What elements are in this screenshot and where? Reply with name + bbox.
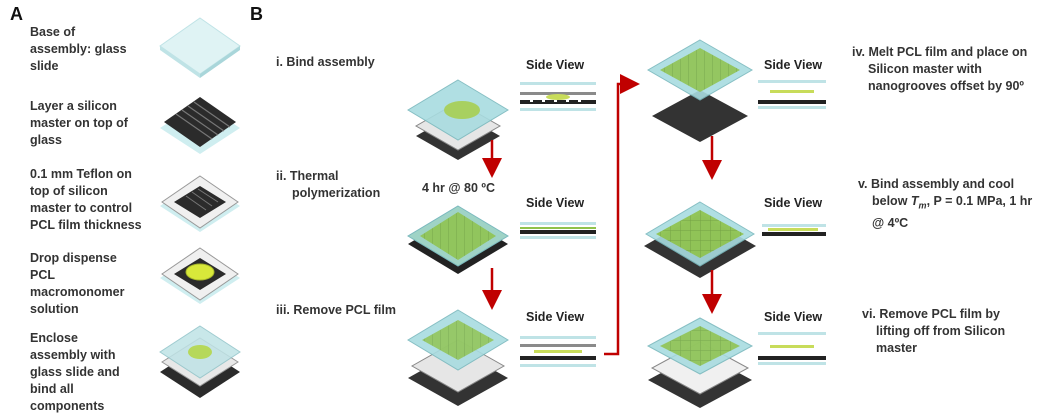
side-view-diagram-2 <box>520 222 596 239</box>
enclosed-assembly-icon <box>159 325 241 398</box>
assembly-step-5 <box>644 201 756 278</box>
side-view-label-2: Side View <box>526 196 585 210</box>
panel-b-label: B <box>250 4 263 24</box>
side-view-diagram-4 <box>758 80 826 109</box>
side-view-label-4: Side View <box>764 58 823 72</box>
arrow-3-to-4 <box>604 74 640 356</box>
side-view-diagram-5 <box>762 224 826 236</box>
assembly-step-6 <box>646 317 754 408</box>
side-view-label-3: Side View <box>526 310 585 324</box>
side-view-label-6: Side View <box>764 310 823 324</box>
step-b2-condition: 4 hr @ 80 ºC <box>422 181 496 195</box>
assembly-step-2 <box>407 205 509 274</box>
side-view-label-5: Side View <box>764 196 823 210</box>
glass-slide-icon <box>159 17 241 78</box>
step-b3-text: iii. Remove PCL film <box>276 303 396 317</box>
side-view-diagram-1 <box>520 82 596 111</box>
side-view-diagram-6 <box>758 332 826 365</box>
panel-a-label: A <box>10 4 23 24</box>
assembly-step-4 <box>646 39 754 142</box>
side-view-label-1: Side View <box>526 58 585 72</box>
pcl-drop-icon <box>160 247 240 304</box>
step-b1-text: i. Bind assembly <box>276 55 375 69</box>
step-b5-text: v. Bind assembly and cool below Tm, P = … <box>858 177 1033 230</box>
assembly-step-1 <box>407 79 509 160</box>
silicon-master-icon <box>160 97 240 154</box>
side-view-diagram-3 <box>520 336 596 367</box>
teflon-frame-icon <box>160 175 240 232</box>
assembly-step-3 <box>407 309 509 406</box>
